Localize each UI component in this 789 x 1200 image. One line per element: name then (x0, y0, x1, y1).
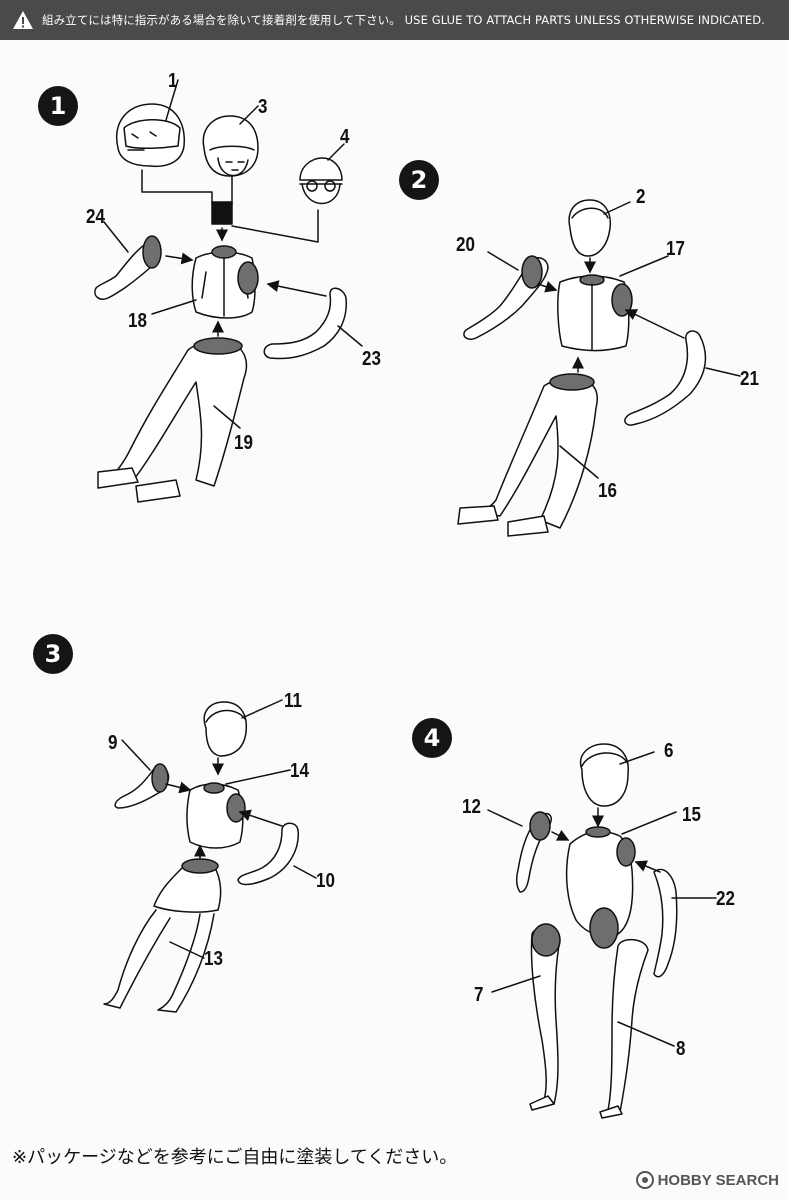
part-label: 19 (234, 432, 253, 454)
part-label: 11 (284, 690, 302, 712)
head-woman-short (203, 701, 248, 757)
painting-note: ※パッケージなどを参考にご自由に塗装してください。 (12, 1147, 458, 1168)
part-label: 24 (86, 206, 105, 228)
part-label: 2 (636, 186, 646, 208)
arm-left-leotard (515, 811, 552, 893)
arm-right-shirt (624, 330, 707, 426)
part-label: 20 (456, 234, 475, 256)
warning-banner: 組み立てには特に指示がある場合を除いて接着剤を使用して下さい。 USE GLUE… (0, 0, 789, 40)
head-man (568, 199, 612, 257)
part-label: 15 (682, 804, 701, 826)
step-3-badge: 3 (33, 634, 73, 674)
part-label: 17 (666, 238, 685, 260)
part-label: 13 (204, 948, 223, 970)
part-label: 14 (290, 760, 309, 782)
part-label: 10 (316, 870, 335, 892)
torso-blouse (186, 782, 246, 849)
step-2-badge: 2 (399, 160, 439, 200)
legs-skirt (103, 858, 222, 1013)
warning-icon (13, 11, 33, 29)
step-1-badge: 1 (38, 86, 78, 126)
part-label: 3 (258, 96, 268, 118)
part-label: 12 (462, 796, 481, 818)
helmet-goggles (299, 157, 343, 205)
arm-right-blouse (237, 822, 299, 886)
part-label: 22 (716, 888, 735, 910)
brand-text: HOBBY SEARCH (657, 1171, 779, 1189)
watermark-brand: HOBBY SEARCH (635, 1171, 779, 1189)
torso-leotard (565, 826, 636, 949)
helmet-full-face (116, 103, 185, 168)
arm-left-shirt (463, 255, 549, 341)
torso-jacket (191, 245, 259, 319)
leg-right (599, 938, 649, 1119)
pants-jeans (457, 373, 598, 537)
head-woman-long (579, 743, 629, 807)
step-4-badge: 4 (412, 718, 452, 758)
part-label: 4 (340, 126, 350, 148)
part-label: 1 (168, 70, 178, 92)
part-label: 7 (474, 984, 484, 1006)
arm-right-jacket (263, 287, 347, 360)
leg-left (529, 923, 561, 1111)
part-label: 18 (128, 310, 147, 332)
hobby-search-logo-icon (635, 1171, 654, 1189)
helmet-open-face (202, 115, 259, 177)
part-label: 8 (676, 1038, 686, 1060)
arm-left-blouse (114, 763, 170, 809)
warning-text: 組み立てには特に指示がある場合を除いて接着剤を使用して下さい。 USE GLUE… (42, 13, 765, 27)
part-label: 21 (740, 368, 759, 390)
part-label: 23 (362, 348, 381, 370)
arm-left-jacket (94, 235, 162, 300)
part-label: 16 (598, 480, 617, 502)
part-label: 6 (664, 740, 674, 762)
pants-racer (97, 337, 248, 503)
torso-shirt (557, 274, 633, 352)
part-label: 9 (108, 732, 118, 754)
arm-right-leotard (653, 868, 678, 978)
